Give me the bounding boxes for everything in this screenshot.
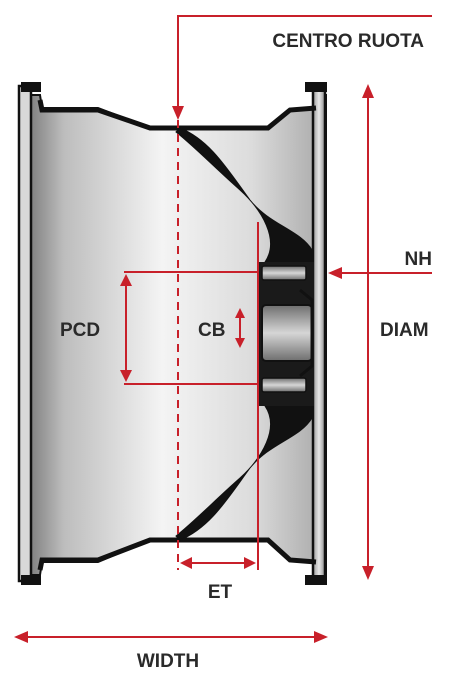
left-flange (17, 84, 33, 583)
center-bore (261, 304, 313, 362)
centro-ruota-leader (177, 15, 432, 112)
dimension-lines (14, 15, 432, 643)
labels: CENTRO RUOTA NH PCD CB DIAM ET WIDTH (60, 31, 432, 672)
right-flange (311, 84, 327, 583)
label-diam: DIAM (380, 320, 429, 341)
stud-lower (261, 377, 307, 393)
stud-upper (261, 265, 307, 281)
label-nh: NH (405, 249, 432, 270)
label-width: WIDTH (137, 651, 199, 672)
label-et: ET (208, 582, 233, 603)
label-pcd: PCD (60, 320, 100, 341)
label-cb: CB (198, 320, 225, 341)
label-centro-ruota: CENTRO RUOTA (272, 31, 424, 52)
wheel-disc (175, 127, 314, 541)
